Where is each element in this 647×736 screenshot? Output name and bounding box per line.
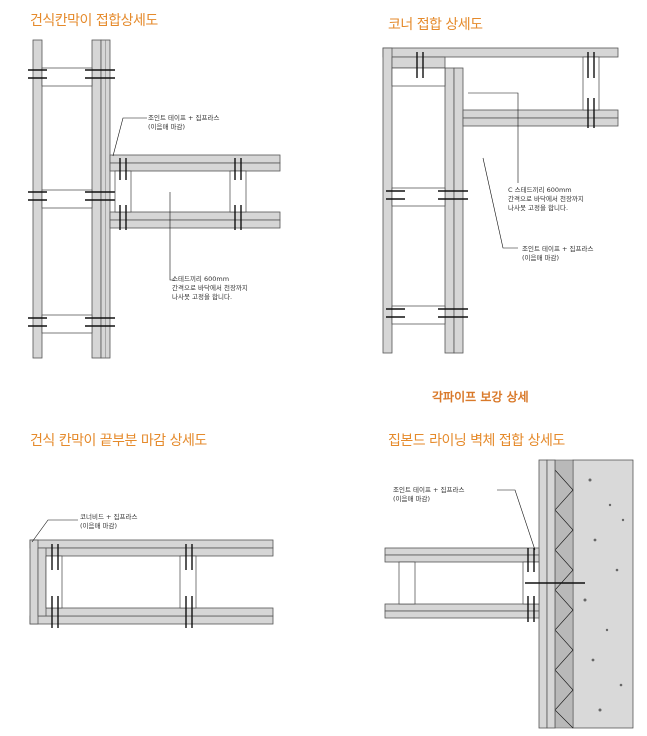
label-stud-fixing-1: 스테드끼리 600mm 간격으로 바닥에서 천장까지 나사못 고정을 합니다. <box>172 275 248 301</box>
title-partition-joint: 건식칸막이 접합상세도 <box>30 13 158 29</box>
label-stud-fixing-2: C 스테드끼리 600mm 간격으로 바닥에서 천장까지 나사못 고정을 합니다… <box>508 186 584 212</box>
diagram-corner-joint <box>382 47 619 354</box>
diagram-partition-end <box>29 519 274 628</box>
label-joint-tape-4: 조인트 테이프 + 집프라스 (이음매 마감) <box>393 486 465 503</box>
title-corner-joint: 코너 접합 상세도 <box>388 17 483 33</box>
diagram-partition-joint <box>28 39 281 359</box>
stud-group-top <box>41 67 93 334</box>
label-joint-tape-1: 조인트 테이프 + 집프라스 (이음매 마감) <box>148 114 220 131</box>
concrete-aggregate <box>583 478 625 712</box>
label-joint-tape-2: 조인트 테이프 + 집프라스 (이음매 마감) <box>522 245 594 262</box>
diagram-lining-wall <box>384 459 634 729</box>
label-corner-bead: 코너비드 + 집프라스 (이음매 마감) <box>80 513 138 530</box>
title-square-pipe-reinforcement: 각파이프 보강 상세 <box>432 390 529 404</box>
title-partition-end-finish: 건식 칸막이 끝부분 마감 상세도 <box>30 433 207 449</box>
title-lining-wall-joint: 집본드 라이닝 벽체 접합 상세도 <box>388 433 565 449</box>
